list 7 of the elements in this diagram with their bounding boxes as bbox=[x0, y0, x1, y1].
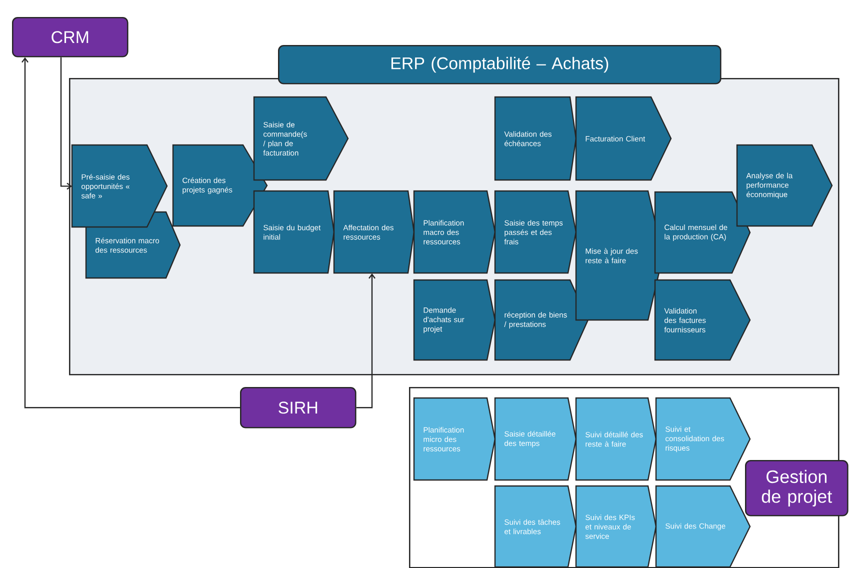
title-tab: ERP (Comptabilité – Achats) bbox=[278, 45, 722, 84]
system-box: CRM bbox=[12, 17, 128, 58]
arrow bbox=[356, 273, 376, 408]
title-tab: Gestion de projet bbox=[745, 460, 848, 516]
arrow bbox=[22, 57, 240, 408]
arrow bbox=[60, 57, 72, 190]
system-box: SIRH bbox=[240, 387, 356, 428]
